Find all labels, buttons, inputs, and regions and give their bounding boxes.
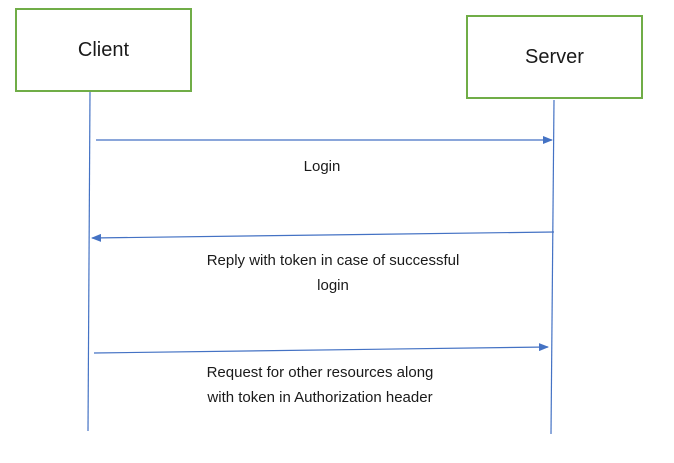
client-lifeline (87, 91, 91, 432)
reply-arrow (91, 231, 555, 242)
request-arrow (93, 343, 549, 354)
reply-message-label: Reply with token in case of successful l… (183, 248, 483, 298)
client-actor-box: Client (15, 8, 192, 92)
request-message-label: Request for other resources along with t… (170, 360, 470, 410)
login-message-label: Login (272, 154, 372, 179)
login-message-line: Login (303, 158, 341, 175)
reply-message-line-2: login (317, 277, 349, 294)
client-label: Client (77, 38, 130, 61)
server-actor-box: Server (466, 15, 643, 99)
reply-message-line-1: Reply with token in case of successful (206, 252, 460, 269)
request-message-line-2: with token in Authorization header (207, 389, 433, 406)
server-label: Server (525, 45, 584, 68)
server-lifeline (550, 99, 555, 435)
request-message-line-1: Request for other resources along (206, 364, 434, 381)
